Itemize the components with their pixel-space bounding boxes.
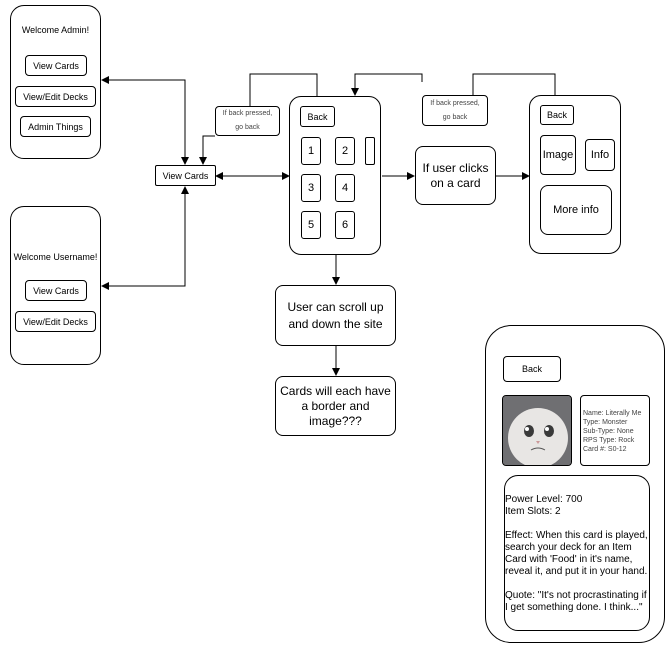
back-note-left: If back pressed, go back — [215, 106, 280, 136]
info-line-card-number: Card #: S0-12 — [583, 446, 627, 453]
effect-text: Effect: When this card is played, search… — [505, 530, 648, 577]
grid-card-1[interactable]: 1 — [301, 137, 321, 165]
view-cards-node: View Cards — [155, 165, 216, 186]
item-slots: Item Slots: 2 — [505, 506, 561, 517]
card-image-box: Image — [540, 135, 576, 175]
arrow-card-back — [472, 73, 556, 96]
user-screen: Welcome Username! View Cards View/Edit D… — [10, 206, 101, 365]
card-grid-screen: Back 1 2 3 4 5 6 — [289, 96, 381, 255]
card-art-cat-image — [502, 395, 572, 466]
user-view-edit-decks-button[interactable]: View/Edit Decks — [15, 311, 96, 332]
card-view-screen: Back Image Info More info — [529, 95, 621, 254]
grid-card-6[interactable]: 6 — [335, 211, 355, 239]
arrow-grid-back — [249, 73, 318, 106]
admin-screen: Welcome Admin! View Cards View/Edit Deck… — [10, 5, 101, 159]
card-detail-screen: Back Name: Literally Me Type: Monster Su… — [485, 325, 665, 643]
card-back-button[interactable]: Back — [540, 105, 574, 125]
border-node: Cards will each have a border and image?… — [275, 376, 396, 436]
scroll-node: User can scroll up and down the site — [275, 285, 396, 346]
back-note-right: If back pressed, go back — [422, 95, 488, 126]
card-info-box: Info — [585, 139, 615, 171]
detail-info-box: Name: Literally Me Type: Monster Sub-Typ… — [580, 395, 650, 466]
arrow-note-grid — [351, 73, 423, 96]
arrow-admin-viewcards — [101, 76, 189, 165]
admin-view-cards-button[interactable]: View Cards — [25, 55, 87, 76]
user-view-cards-button[interactable]: View Cards — [25, 280, 87, 301]
grid-card-4[interactable]: 4 — [335, 174, 355, 202]
admin-welcome: Welcome Admin! — [21, 25, 90, 35]
power-level: Power Level: 700 — [505, 494, 583, 505]
admin-view-edit-decks-button[interactable]: View/Edit Decks — [15, 86, 96, 107]
grid-card-5[interactable]: 5 — [301, 211, 321, 239]
info-line-name: Name: Literally Me — [583, 410, 642, 417]
arrow-user-viewcards — [101, 186, 189, 290]
user-welcome: Welcome Username! — [13, 252, 98, 262]
grid-back-button[interactable]: Back — [300, 106, 335, 127]
arrow-note-viewcards — [199, 135, 215, 165]
grid-card-2[interactable]: 2 — [335, 137, 355, 165]
card-more-info-box: More info — [540, 185, 612, 235]
info-line-subtype: Sub-Type: None — [583, 428, 634, 435]
detail-back-button[interactable]: Back — [503, 356, 561, 382]
detail-description-box: Power Level: 700 Item Slots: 2 Effect: W… — [504, 475, 650, 631]
click-card-node: If user clicks on a card — [415, 146, 496, 205]
grid-card-3[interactable]: 3 — [301, 174, 321, 202]
admin-things-button[interactable]: Admin Things — [20, 116, 91, 137]
grid-scrollbar[interactable] — [365, 137, 375, 165]
info-line-type: Type: Monster — [583, 419, 628, 426]
quote-text: Quote: "It's not procrastinating if I ge… — [505, 590, 647, 613]
info-line-rps: RPS Type: Rock — [583, 437, 635, 444]
